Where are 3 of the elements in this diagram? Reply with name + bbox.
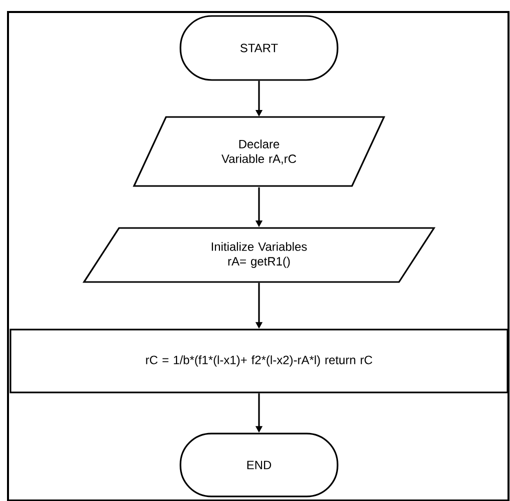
terminal-box: END bbox=[180, 432, 338, 498]
process-box: rC = 1/b*(f1*(l-x1)+ f2*(l-x2)-rA*l) return rC bbox=[10, 328, 508, 394]
terminal-box: START bbox=[180, 15, 338, 81]
